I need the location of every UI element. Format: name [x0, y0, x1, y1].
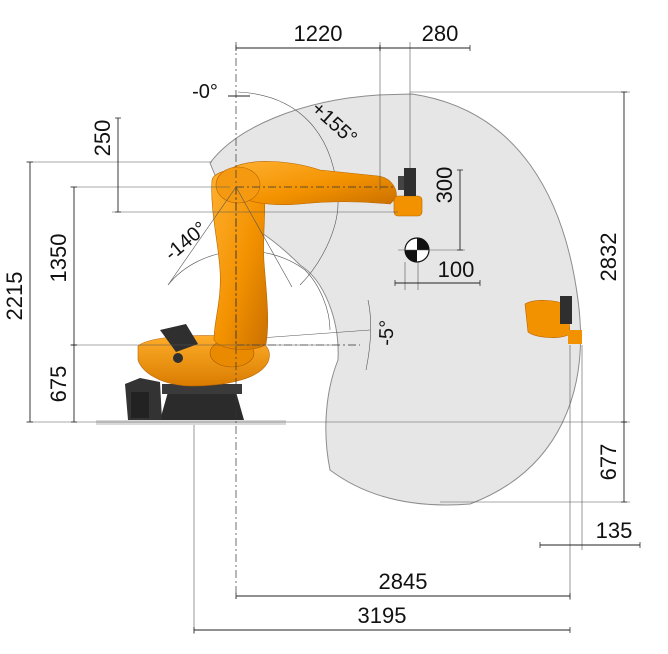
dim-label-135: 135: [596, 518, 633, 543]
dim-label-677: 677: [596, 444, 621, 481]
dim-label-1220: 1220: [294, 21, 343, 46]
robot-shoulder-joint: [215, 166, 261, 204]
angle-label-140: -140°: [161, 218, 212, 266]
dim-label-1350: 1350: [46, 234, 71, 283]
dim-label-3195: 3195: [358, 603, 407, 628]
dim-label-250: 250: [90, 120, 115, 157]
angle-label-5: -5°: [376, 320, 399, 347]
robot-wrist: [393, 168, 423, 217]
dim-label-100: 100: [438, 257, 475, 282]
robot-base: [96, 378, 286, 425]
dim-label-2832: 2832: [596, 233, 621, 282]
dim-label-300: 300: [432, 167, 457, 204]
a2-diagonal-line-2: [167, 186, 237, 286]
robot-wrist-extended: [524, 296, 582, 344]
arc-a3-limit: [365, 299, 372, 371]
a2-diagonal-line: [235, 186, 293, 288]
dim-label-280: 280: [422, 21, 459, 46]
arc-a3-rotation: [259, 329, 371, 339]
arc-a2-rotation: [167, 250, 331, 331]
angle-label-0: -0°: [192, 81, 218, 103]
dim-label-675: 675: [46, 366, 71, 403]
dim-label-2845: 2845: [379, 569, 428, 594]
dim-label-2215: 2215: [2, 272, 27, 321]
